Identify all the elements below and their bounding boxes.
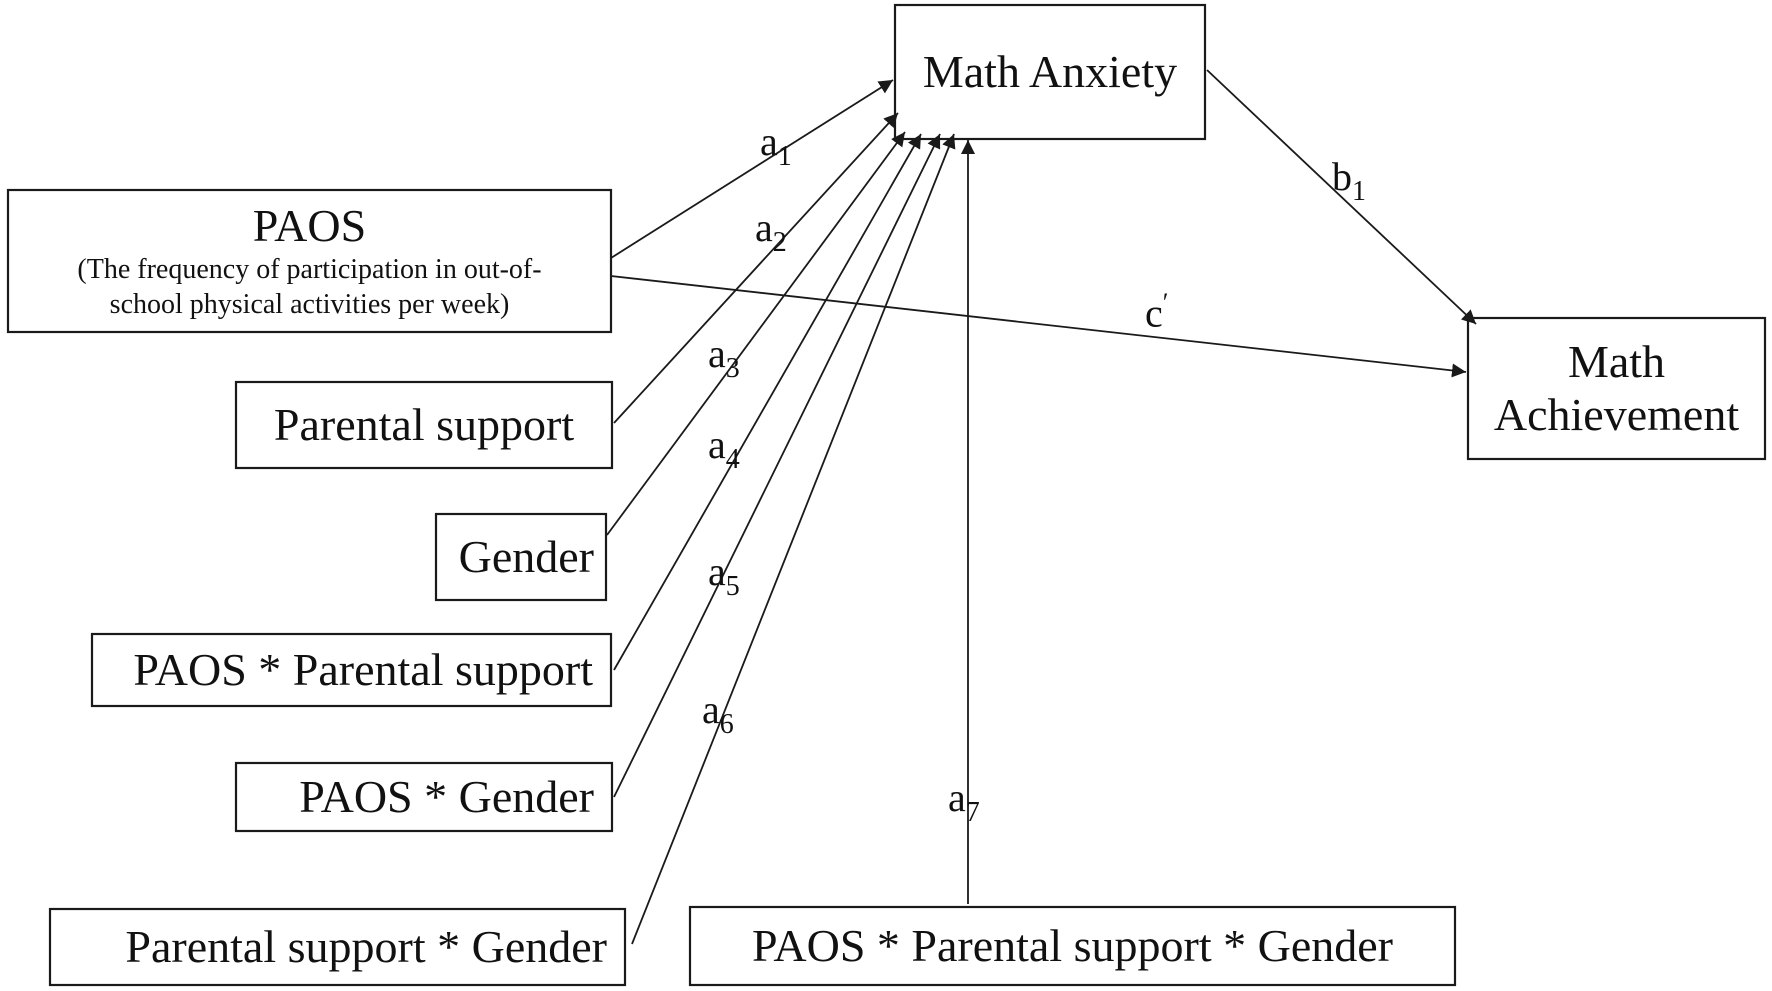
path-label-a7: a7	[948, 775, 980, 828]
parental-x-gender-box	[48, 907, 627, 987]
math-anxiety-box	[893, 3, 1207, 141]
paos-box	[6, 188, 613, 334]
paos-x-gender-box	[234, 761, 614, 833]
path-a2-arrow	[613, 112, 899, 424]
paos-x-parental-x-gender-box	[688, 905, 1457, 987]
path-a3-arrow	[606, 131, 906, 536]
gender-box	[434, 512, 608, 602]
paos-x-parental-box	[90, 632, 613, 708]
parental-support-box	[234, 380, 614, 470]
path-label-a2: a2	[755, 205, 787, 258]
math-achievement-box	[1466, 316, 1767, 461]
path-label-a4: a4	[708, 422, 740, 475]
path-a6-arrow	[631, 133, 956, 945]
path-a1-arrow	[610, 79, 894, 259]
path-label-a6: a6	[702, 687, 734, 740]
path-label-b1: b1	[1332, 154, 1366, 207]
path-label-c-prime: c′	[1145, 288, 1169, 336]
path-a5-arrow	[613, 133, 941, 798]
path-label-a3: a3	[708, 331, 740, 384]
path-c-prime-arrow	[610, 275, 1467, 378]
path-label-a5: a5	[708, 549, 740, 602]
path-b1-arrow	[1206, 69, 1477, 325]
path-a4-arrow	[613, 133, 922, 671]
path-label-a1: a1	[760, 119, 792, 172]
